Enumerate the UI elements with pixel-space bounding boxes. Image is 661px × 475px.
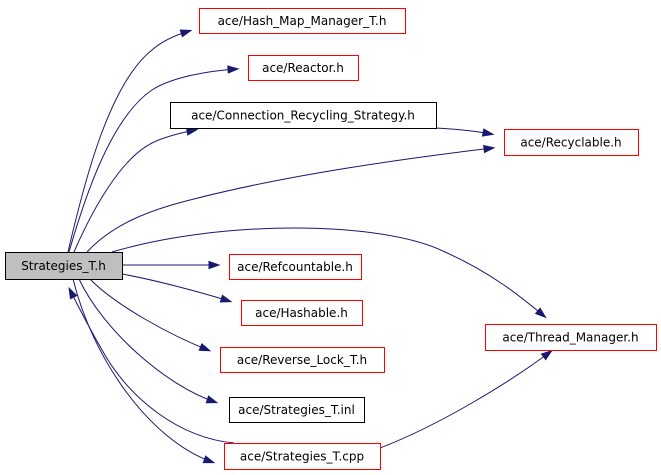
node-connection-recycling-strategy[interactable]: ace/Connection_Recycling_Strategy.h — [170, 102, 437, 129]
edge-root-to-reactor — [68, 65, 240, 253]
arrowhead-icon — [481, 128, 495, 137]
edge-line — [121, 273, 230, 302]
node-label: ace/Hash_Map_Manager_T.h — [218, 14, 387, 28]
edge-root-to-connection-recycling-strategy — [73, 127, 199, 253]
arrowhead-icon — [198, 342, 212, 352]
edge-connection-recycling-strategy-to-recyclable — [435, 127, 495, 137]
arrowhead-icon — [227, 65, 240, 74]
node-label: Strategies_T.h — [21, 259, 106, 273]
node-label: ace/Connection_Recycling_Strategy.h — [191, 109, 415, 123]
edge-line — [379, 351, 551, 449]
edge-strategies-cpp-to-root — [68, 286, 235, 444]
edge-root-to-hash-map-manager — [67, 29, 193, 253]
arrowhead-icon — [219, 294, 233, 303]
node-box — [504, 129, 639, 156]
arrowhead-icon — [185, 127, 199, 136]
edge-line — [86, 147, 493, 253]
edge-line — [78, 278, 216, 403]
edge-line — [89, 278, 209, 351]
node-box — [199, 8, 406, 34]
node-box — [220, 347, 385, 373]
node-hashable[interactable]: ace/Hashable.h — [241, 300, 363, 326]
node-box — [485, 324, 657, 351]
edge-line — [72, 278, 213, 463]
node-label: ace/Recyclable.h — [520, 136, 621, 150]
node-box — [5, 252, 123, 280]
node-box — [170, 102, 437, 129]
edge-line — [68, 68, 237, 253]
arrowhead-icon — [534, 307, 547, 319]
arrowhead-icon — [483, 144, 496, 154]
node-box — [229, 397, 365, 423]
node-box — [241, 300, 363, 326]
edge-root-to-strategies-cpp — [72, 278, 216, 464]
edge-line — [73, 129, 196, 253]
arrowhead-icon — [202, 455, 216, 464]
edge-line — [69, 289, 235, 444]
edge-strategies-cpp-to-thread-manager — [379, 349, 553, 449]
node-hash-map-manager[interactable]: ace/Hash_Map_Manager_T.h — [199, 8, 406, 34]
node-layer: Strategies_T.h ace/Hash_Map_Manager_T.hac… — [5, 8, 657, 470]
node-label: ace/Reverse_Lock_T.h — [237, 353, 367, 367]
node-reverse-lock[interactable]: ace/Reverse_Lock_T.h — [220, 347, 385, 373]
node-label: ace/Strategies_T.inl — [238, 403, 355, 417]
node-strategies-cpp[interactable]: ace/Strategies_T.cpp — [224, 443, 381, 470]
node-box — [229, 254, 362, 280]
edge-root-to-hashable — [121, 273, 233, 303]
node-refcountable[interactable]: ace/Refcountable.h — [229, 254, 362, 280]
node-label: ace/Strategies_T.cpp — [240, 450, 364, 464]
edge-root-to-refcountable — [121, 260, 221, 270]
node-strategies-inl[interactable]: ace/Strategies_T.inl — [229, 397, 365, 423]
node-box — [224, 443, 381, 470]
edge-root-to-reverse-lock — [89, 278, 212, 352]
node-label: ace/Reactor.h — [262, 61, 344, 75]
node-reactor[interactable]: ace/Reactor.h — [248, 55, 359, 81]
root-node[interactable]: Strategies_T.h — [5, 252, 123, 280]
arrowhead-icon — [208, 260, 221, 270]
node-label: ace/Refcountable.h — [237, 260, 353, 274]
edge-root-to-recyclable — [86, 144, 496, 253]
arrowhead-icon — [179, 29, 193, 38]
arrowhead-icon — [68, 286, 78, 300]
node-recyclable[interactable]: ace/Recyclable.h — [504, 129, 639, 156]
edge-line — [67, 30, 190, 253]
edge-line — [111, 227, 545, 317]
arrowhead-icon — [540, 349, 553, 361]
edge-root-to-strategies-inl — [78, 278, 219, 404]
node-thread-manager[interactable]: ace/Thread_Manager.h — [485, 324, 657, 351]
node-label: ace/Hashable.h — [255, 306, 348, 320]
node-label: ace/Thread_Manager.h — [502, 331, 638, 345]
arrowhead-icon — [205, 395, 219, 404]
edge-root-to-thread-manager — [111, 227, 547, 319]
node-box — [248, 55, 359, 81]
edge-layer — [67, 29, 553, 464]
